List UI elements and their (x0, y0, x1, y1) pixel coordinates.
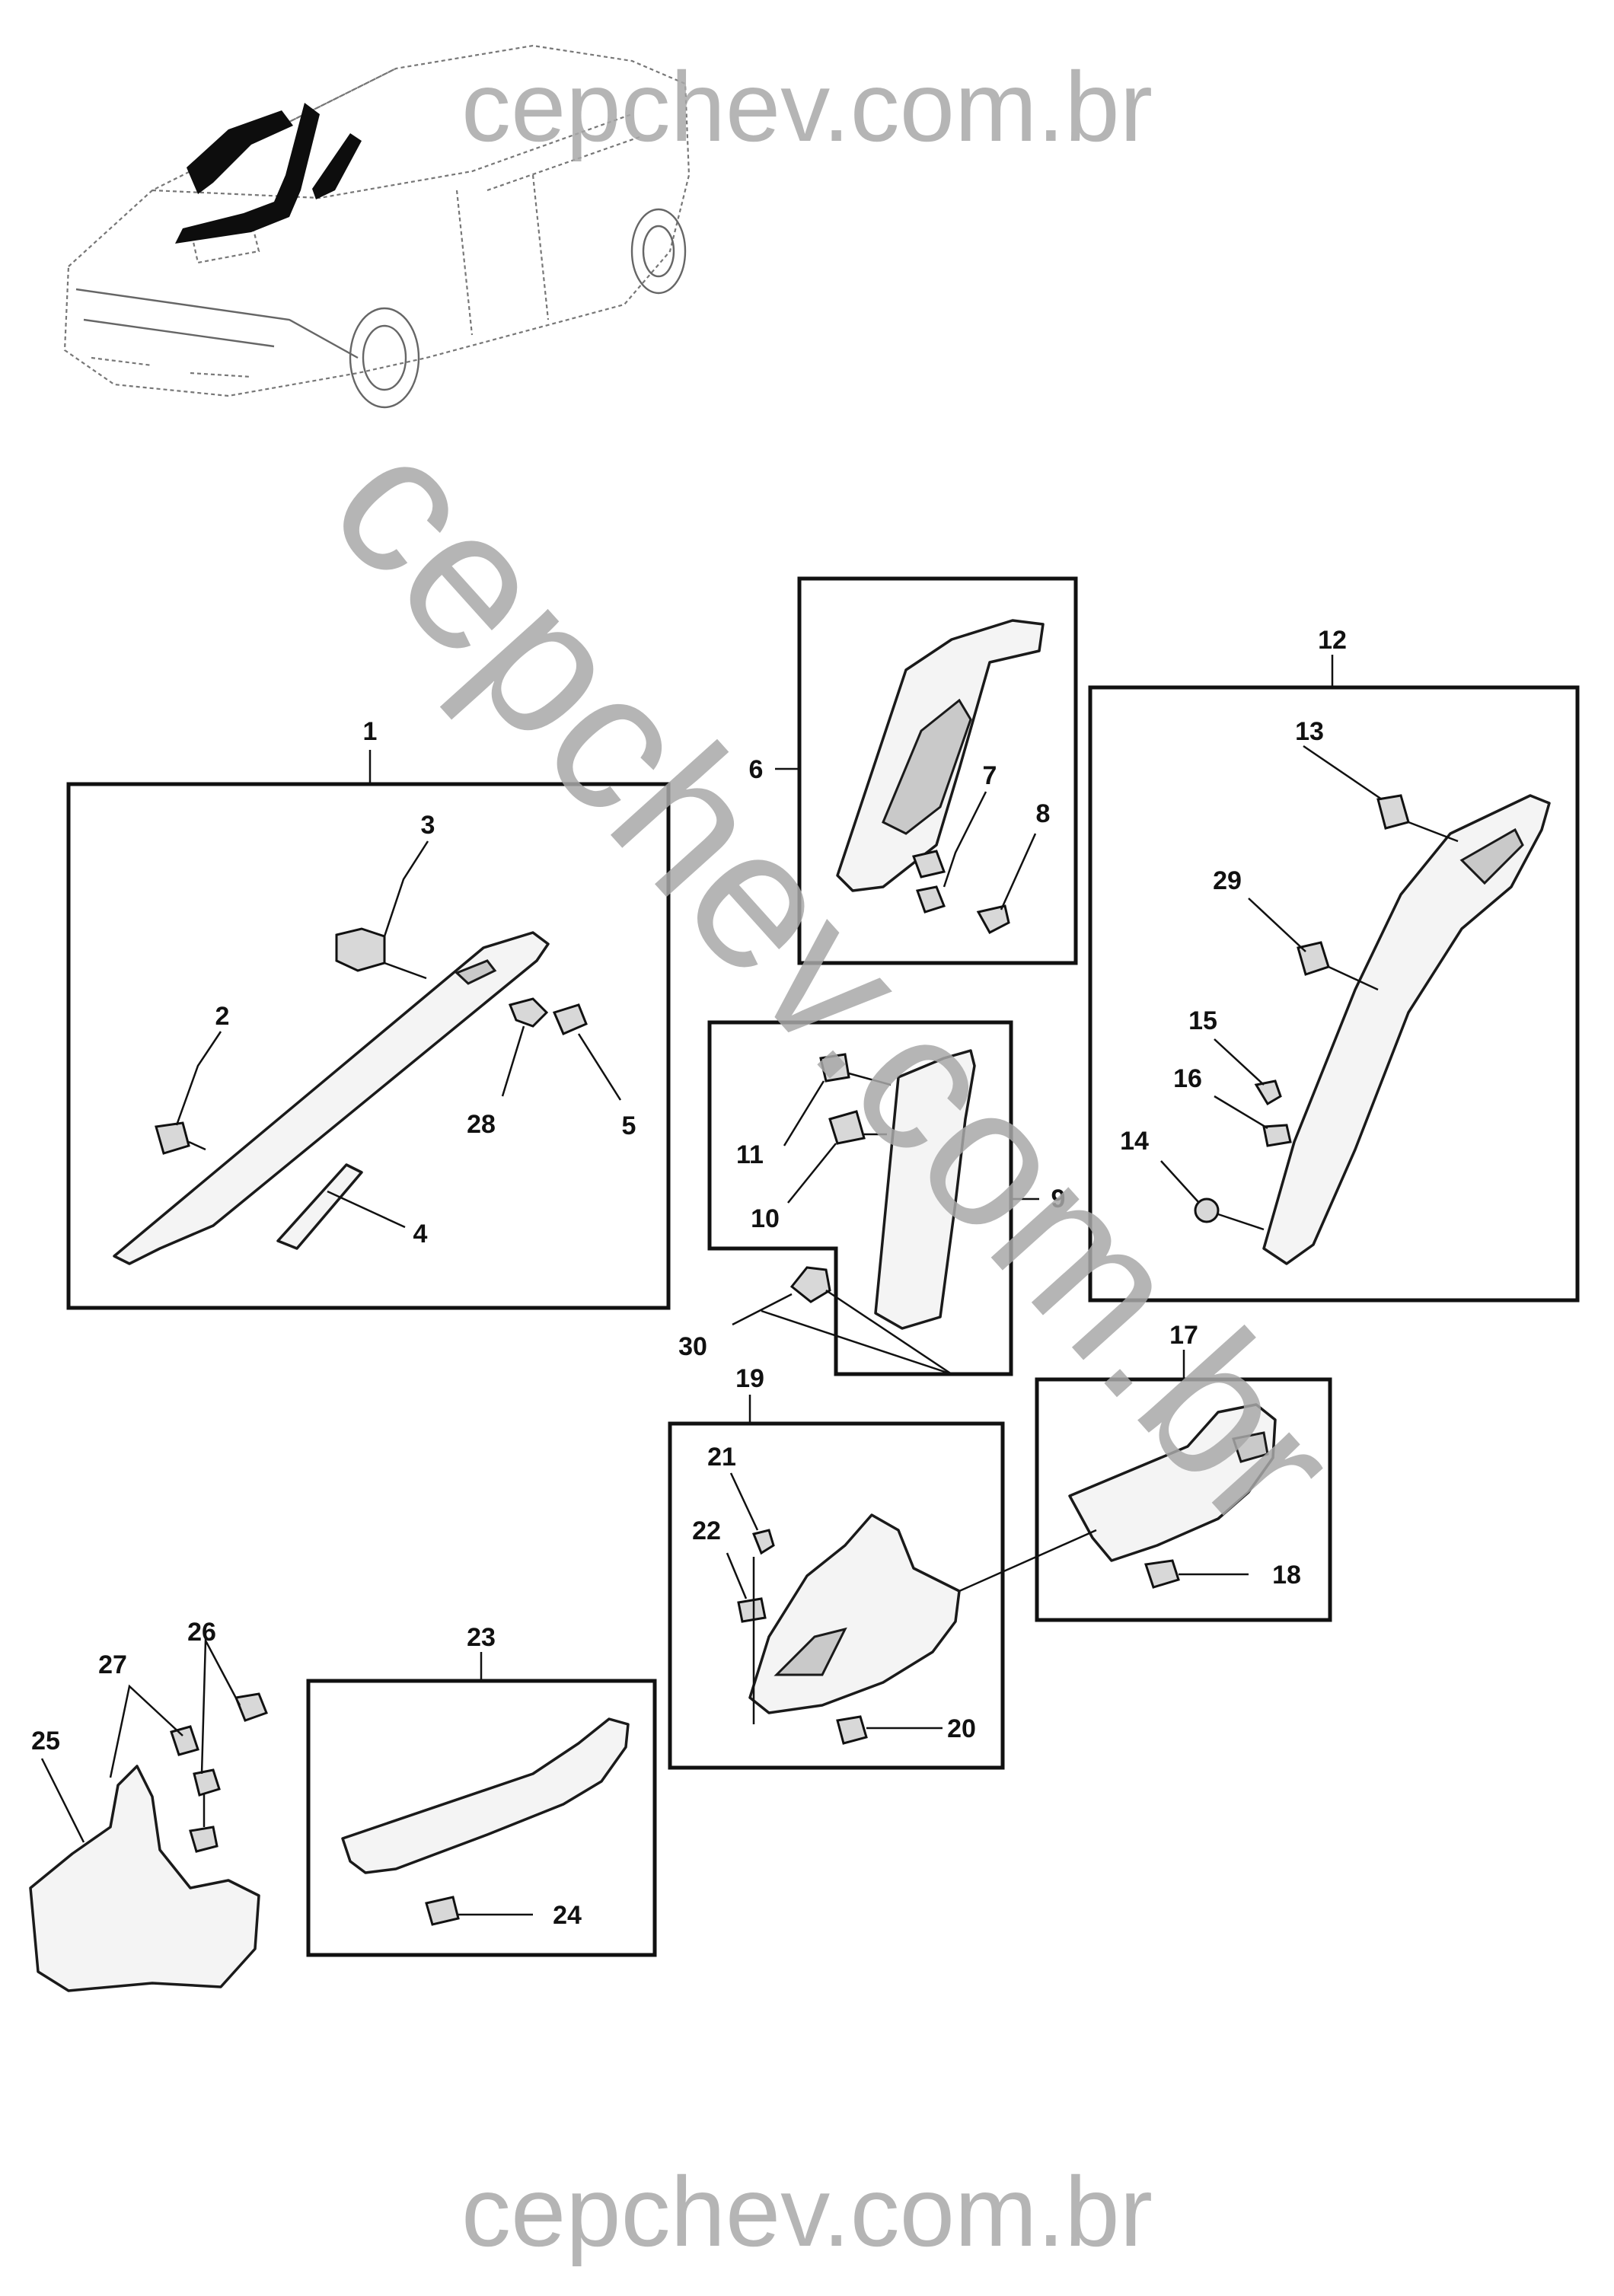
callout-30: 30 (678, 1332, 707, 1361)
panel-group-6: 6 7 8 (749, 576, 1078, 965)
clip-22 (737, 1597, 767, 1623)
clip-29 (1297, 941, 1330, 976)
rear-pillar-lower-trim (748, 1513, 961, 1714)
clip-14 (1194, 1197, 1220, 1223)
callout-23: 23 (467, 1623, 496, 1652)
clip-8 (976, 904, 1010, 935)
callout-13: 13 (1295, 717, 1324, 746)
panel-group-23: 23 24 (306, 1623, 657, 1957)
clip-27 (170, 1725, 199, 1756)
watermark-bottom: cepchev.com.br (461, 2156, 1153, 2267)
callout-12: 12 (1318, 626, 1347, 655)
clip-10 (828, 1110, 866, 1145)
panel-group-17: 17 18 (959, 1321, 1332, 1622)
callout-16: 16 (1173, 1064, 1202, 1093)
trim-strip (276, 1163, 363, 1250)
clip-26 (234, 1692, 268, 1722)
sill-trim (341, 1717, 630, 1874)
clip-15 (1254, 1079, 1282, 1106)
clip-25c (189, 1826, 218, 1853)
clip-21 (751, 1529, 775, 1555)
center-pillar-trim (874, 1049, 976, 1330)
callout-14: 14 (1120, 1127, 1149, 1156)
callout-22: 22 (692, 1516, 721, 1545)
panel-group-9: 9 11 10 30 (678, 1020, 1066, 1376)
clip-18 (1144, 1559, 1180, 1589)
callout-24: 24 (553, 1901, 582, 1930)
callout-21: 21 (707, 1443, 736, 1472)
callout-27: 27 (98, 1650, 127, 1679)
callout-8: 8 (1036, 799, 1051, 828)
clip-25b (193, 1768, 221, 1797)
callout-28: 28 (467, 1110, 496, 1139)
callout-2: 2 (215, 1002, 230, 1031)
callout-29: 29 (1213, 866, 1242, 895)
callout-6: 6 (749, 755, 764, 784)
watermark-top: cepchev.com.br (461, 51, 1153, 162)
callout-9: 9 (1051, 1185, 1066, 1213)
a-pillar-trim (113, 931, 550, 1265)
panel-group-12: 12 13 29 15 16 14 (1088, 626, 1580, 1303)
callout-1: 1 (363, 717, 378, 746)
callout-4: 4 (413, 1220, 428, 1248)
clip-28 (508, 997, 549, 1028)
callout-3: 3 (421, 811, 435, 840)
b-pillar-lower-trim (1262, 794, 1551, 1265)
clip-2 (155, 1121, 190, 1155)
clip-20 (836, 1715, 868, 1745)
vehicle-illustration (63, 44, 691, 409)
rear-quarter-trim (1068, 1403, 1277, 1562)
highlighted-trim-area (187, 110, 293, 194)
callout-7: 7 (983, 761, 997, 790)
clip-3 (335, 927, 386, 972)
callout-17: 17 (1169, 1321, 1198, 1350)
callout-25: 25 (31, 1727, 60, 1755)
clip-16 (1262, 1124, 1292, 1147)
callout-11: 11 (736, 1140, 764, 1169)
callout-10: 10 (751, 1204, 780, 1233)
callout-5: 5 (622, 1111, 636, 1140)
clip-30 (789, 1266, 831, 1303)
clip-24 (425, 1896, 460, 1926)
rear-wheel-arch-trim (29, 1765, 260, 1992)
clip-13 (1376, 794, 1410, 830)
callout-15: 15 (1188, 1006, 1217, 1035)
clip-7 (912, 850, 946, 879)
panel-group-19: 19 21 22 20 (668, 1364, 1005, 1770)
panel-group-1: 1 3 2 4 28 5 (66, 717, 671, 1310)
callout-19: 19 (735, 1364, 764, 1393)
callout-26: 26 (187, 1618, 216, 1647)
clip-7b (916, 885, 946, 914)
part-group-25: 25 27 26 (29, 1618, 268, 1992)
clip-5 (552, 1003, 588, 1035)
clip-11 (819, 1053, 850, 1083)
callout-18: 18 (1272, 1561, 1301, 1590)
callout-20: 20 (947, 1714, 976, 1743)
